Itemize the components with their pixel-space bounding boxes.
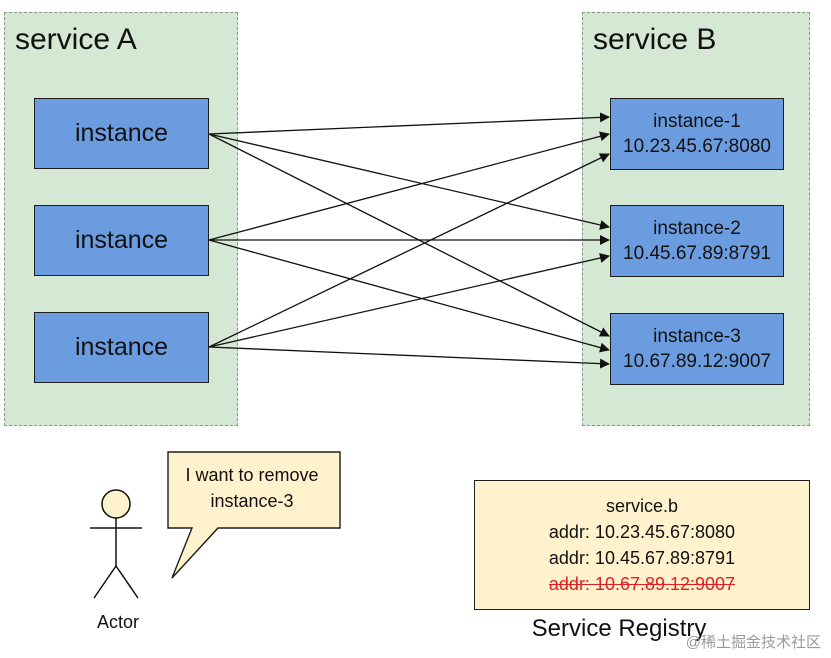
instance-address: 10.45.67.89:8791: [623, 243, 771, 264]
instance-name: instance-2: [653, 218, 741, 239]
arrow-a3-b1: [208, 153, 610, 348]
arrow-a3-b3: [208, 346, 610, 369]
speech-line: instance-3: [210, 491, 294, 511]
instance-name: instance-1: [653, 111, 741, 132]
service-b-title: service B: [593, 23, 717, 56]
service-a-title: service A: [15, 23, 137, 56]
instance-name: instance-3: [653, 326, 741, 347]
registry-entry: addr: 10.23.45.67:8080: [548, 522, 736, 542]
instance-label: instance: [74, 119, 169, 147]
service-a-instance-1: instance: [34, 98, 209, 169]
arrow-a3-b2: [208, 253, 610, 348]
arrow-a2-b3: [208, 239, 610, 353]
arrow-a1-b3: [208, 133, 610, 337]
service-b-instance-2: instance-2 10.45.67.89:8791: [610, 205, 784, 277]
arrow-a1-b1: [208, 112, 610, 135]
service-b-instance-3: instance-3 10.67.89.12:9007: [610, 313, 784, 385]
speech-line: I want to remove: [185, 465, 319, 485]
service-a-instance-3: instance: [34, 312, 209, 383]
instance-label: instance: [74, 226, 169, 254]
speech-bubble-text: I want to remove instance-3: [164, 462, 340, 514]
speech-bubble: [167, 451, 341, 579]
service-a-instance-2: instance: [34, 205, 209, 276]
registry-entry: addr: 10.45.67.89:8791: [548, 548, 736, 568]
registry-entry-removed: addr: 10.67.89.12:9007: [548, 574, 736, 594]
arrow-a1-b2: [208, 133, 610, 230]
instance-address: 10.67.89.12:9007: [623, 351, 771, 372]
service-b-instance-1: instance-1 10.23.45.67:8080: [610, 98, 784, 170]
watermark: @稀土掘金技术社区: [685, 634, 821, 651]
registry-service-name: service.b: [605, 496, 679, 516]
actor-label: Actor: [96, 612, 139, 632]
instance-label: instance: [74, 333, 169, 361]
registry-caption: Service Registry: [531, 615, 707, 642]
instance-address: 10.23.45.67:8080: [623, 136, 771, 157]
actor-figure: [90, 489, 142, 599]
arrow-a2-b1: [208, 131, 610, 241]
service-registry-box: service.b addr: 10.23.45.67:8080 addr: 1…: [474, 480, 810, 610]
